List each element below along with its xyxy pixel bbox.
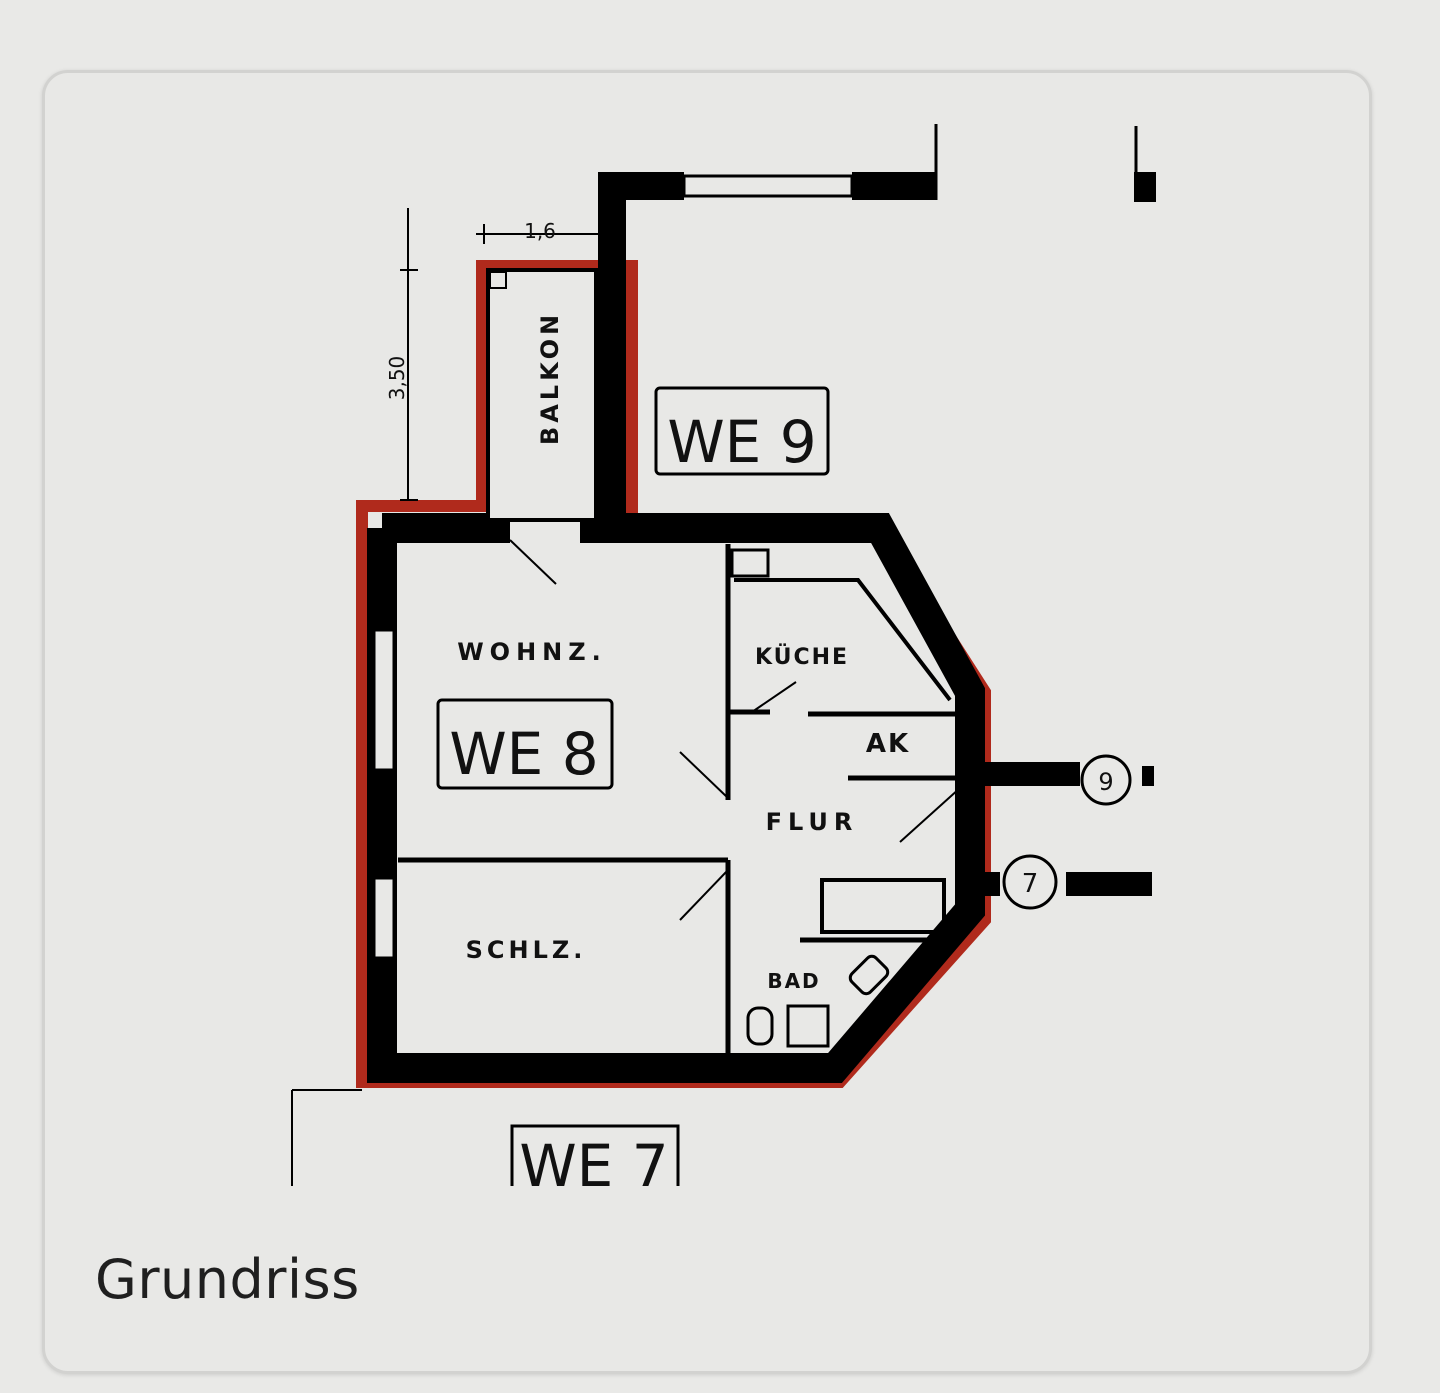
label-flur: FLUR bbox=[766, 808, 859, 836]
caption: Grundriss bbox=[95, 1248, 360, 1311]
wall-top-right bbox=[852, 172, 936, 200]
window-left-b bbox=[372, 876, 396, 960]
door-swing-entry bbox=[899, 787, 961, 843]
balcony bbox=[486, 268, 598, 522]
stair-stub bbox=[1142, 766, 1154, 786]
label-we8: WE 8 bbox=[449, 720, 598, 788]
label-kueche: KÜCHE bbox=[755, 644, 849, 670]
toilet-bowl bbox=[746, 1006, 774, 1046]
stair-wall-b bbox=[1066, 872, 1152, 896]
kitchen-unit bbox=[734, 578, 952, 702]
wall-we9 bbox=[598, 172, 626, 542]
marker-9: 9 bbox=[1098, 768, 1113, 796]
label-we9: WE 9 bbox=[667, 408, 816, 476]
floorplan-card bbox=[42, 70, 1372, 1374]
marker-7: 7 bbox=[1022, 869, 1039, 899]
dim-width: 1,6 bbox=[524, 219, 556, 243]
wall-block bbox=[1134, 172, 1156, 202]
marker-circle-9 bbox=[1080, 754, 1132, 806]
marker-circle-7 bbox=[1002, 854, 1058, 910]
label-bad: BAD bbox=[767, 969, 820, 993]
stair-wall-a bbox=[970, 762, 1080, 786]
dim-depth: 3,50 bbox=[385, 356, 409, 401]
outer-wall bbox=[367, 513, 985, 1083]
bathtub bbox=[820, 878, 946, 934]
label-wohnz: WOHNZ. bbox=[457, 638, 607, 666]
label-ak: AK bbox=[866, 729, 910, 759]
kitchen-counter bbox=[730, 548, 770, 578]
balcony-post bbox=[489, 271, 507, 289]
we8-box bbox=[436, 698, 614, 790]
label-balkon: BALKON bbox=[536, 311, 564, 445]
washbasin bbox=[848, 954, 890, 996]
sink bbox=[786, 1004, 830, 1048]
label-we7: WE 7 bbox=[519, 1132, 668, 1200]
we9-box bbox=[654, 386, 830, 476]
window-left-a bbox=[372, 628, 396, 772]
door-swing-wohnz bbox=[679, 751, 729, 799]
stair-wall-c bbox=[970, 872, 1000, 896]
door-swing-balkon bbox=[509, 539, 557, 585]
window-top bbox=[682, 174, 854, 198]
we7-box bbox=[510, 1124, 680, 1186]
door-swing-kueche bbox=[751, 681, 797, 713]
label-schlz: SCHLZ. bbox=[466, 936, 587, 964]
door-swing-schlz bbox=[679, 869, 729, 921]
wall-top bbox=[598, 172, 684, 200]
